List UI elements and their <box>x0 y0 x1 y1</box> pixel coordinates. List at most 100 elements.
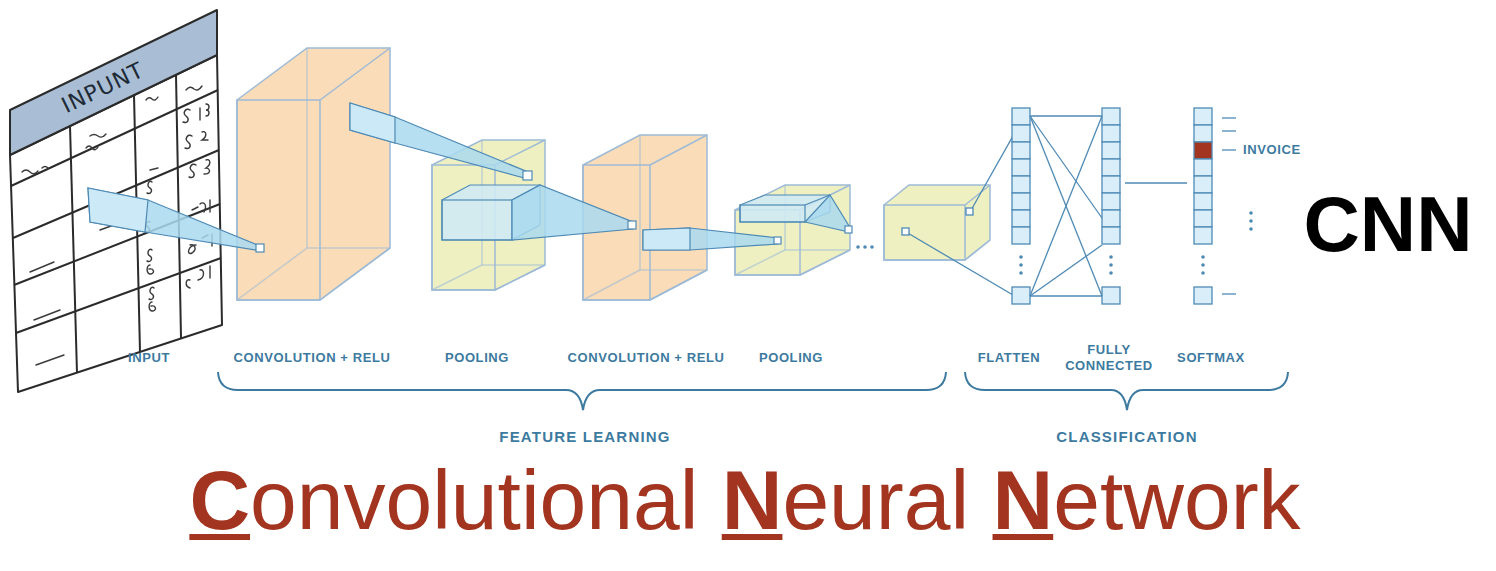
flatten-lines <box>902 120 1022 295</box>
neuron-cell <box>1012 125 1030 142</box>
cone <box>643 228 778 250</box>
cone-base <box>88 188 148 232</box>
box-edge <box>800 250 850 275</box>
dot <box>1201 263 1205 267</box>
cone-base <box>643 228 690 250</box>
neuron-cell <box>1012 142 1030 159</box>
tick <box>1222 293 1236 294</box>
scribble <box>189 160 210 178</box>
cone <box>805 195 849 232</box>
scribble <box>30 222 122 365</box>
stage-label: INPUT <box>128 350 170 366</box>
dense-connections <box>1030 116 1187 296</box>
scribble <box>183 104 209 122</box>
neuron-cell <box>1102 227 1120 244</box>
pool-volume <box>884 185 990 260</box>
dot <box>863 245 867 249</box>
group-label: FEATURE LEARNING <box>499 428 670 446</box>
table-row-line <box>16 258 221 333</box>
connection-line <box>1030 245 1102 296</box>
table-header-text: INPUNT <box>58 57 149 119</box>
cone <box>512 185 633 240</box>
group-label: CLASSIFICATION <box>1056 428 1198 446</box>
pool-volume <box>735 185 850 275</box>
box-edge <box>735 250 785 275</box>
connection-line <box>1030 116 1102 296</box>
neuron-cell <box>1102 108 1120 125</box>
neuron-cell <box>1102 125 1120 142</box>
output-ticks <box>1222 118 1236 294</box>
scribble <box>149 287 155 311</box>
stage-label: FLATTEN <box>978 350 1040 366</box>
box-edge <box>640 269 707 271</box>
connection-line <box>1030 116 1102 218</box>
receptive-field-cone <box>512 185 636 240</box>
box-edge <box>320 48 390 100</box>
neuron-cell <box>1194 193 1212 210</box>
connection-line <box>1030 295 1102 296</box>
input-table <box>10 10 222 392</box>
tick <box>1222 130 1236 131</box>
brace <box>965 372 1288 410</box>
box-edge <box>307 247 390 249</box>
box-edge <box>320 248 390 300</box>
dot <box>1249 227 1253 231</box>
box-edge <box>639 135 641 270</box>
box-edge <box>583 270 640 300</box>
group-brace <box>218 372 1288 410</box>
cone-apex <box>845 226 852 233</box>
fc-vector <box>1102 108 1120 304</box>
pool-volume-fill <box>884 185 990 260</box>
scribble <box>185 132 208 149</box>
feature-block <box>740 195 852 233</box>
caption: Convolutional Neural Network <box>189 452 1300 549</box>
stage-label: CONVOLUTION + RELU <box>233 350 390 366</box>
dot <box>1249 219 1253 223</box>
dot <box>1201 255 1205 259</box>
table-column-line <box>176 75 181 338</box>
initial-letter: N <box>722 453 783 547</box>
cone <box>88 188 262 251</box>
neuron-cell <box>1012 176 1030 193</box>
dot <box>1249 211 1253 215</box>
scribble <box>186 86 202 90</box>
stage-label: POOLING <box>759 350 823 366</box>
neuron-cell <box>1194 125 1212 142</box>
table-row-line <box>11 90 218 186</box>
connection-line <box>1030 115 1102 116</box>
table-header <box>10 10 217 155</box>
neuron-cell <box>1102 193 1120 210</box>
cone <box>350 103 528 179</box>
neuron-cell <box>1102 176 1120 193</box>
ellipsis-dots <box>856 245 874 249</box>
dot <box>1109 255 1113 259</box>
neuron-cell <box>1102 159 1120 176</box>
neuron-cell <box>1102 287 1120 304</box>
conv-volume <box>237 48 390 300</box>
brace <box>218 372 946 410</box>
stage-label: CONVOLUTION + RELU <box>567 350 724 366</box>
pool-volume-edges <box>735 185 850 275</box>
scribble <box>90 134 106 137</box>
dot <box>1019 263 1023 267</box>
cone-apex <box>523 171 532 180</box>
scribble <box>192 200 210 212</box>
neuron-cell <box>1194 176 1212 193</box>
scribble <box>86 146 98 150</box>
dot <box>1109 263 1113 267</box>
conv-volume-edges <box>237 48 390 300</box>
stage-label: POOLING <box>445 350 509 366</box>
box-edge <box>650 270 707 300</box>
stage-label: FULLY CONNECTED <box>1056 342 1162 373</box>
neuron-cell <box>1102 142 1120 159</box>
neuron-cell <box>1012 210 1030 227</box>
dot <box>1109 271 1113 275</box>
pool-volume-edges <box>884 185 990 260</box>
vertical-ellipsis <box>1019 211 1253 275</box>
neuron-cell <box>1194 159 1212 176</box>
dot <box>870 245 874 249</box>
box-edge <box>495 265 545 290</box>
box-edge <box>785 249 850 251</box>
dot <box>1201 271 1205 275</box>
